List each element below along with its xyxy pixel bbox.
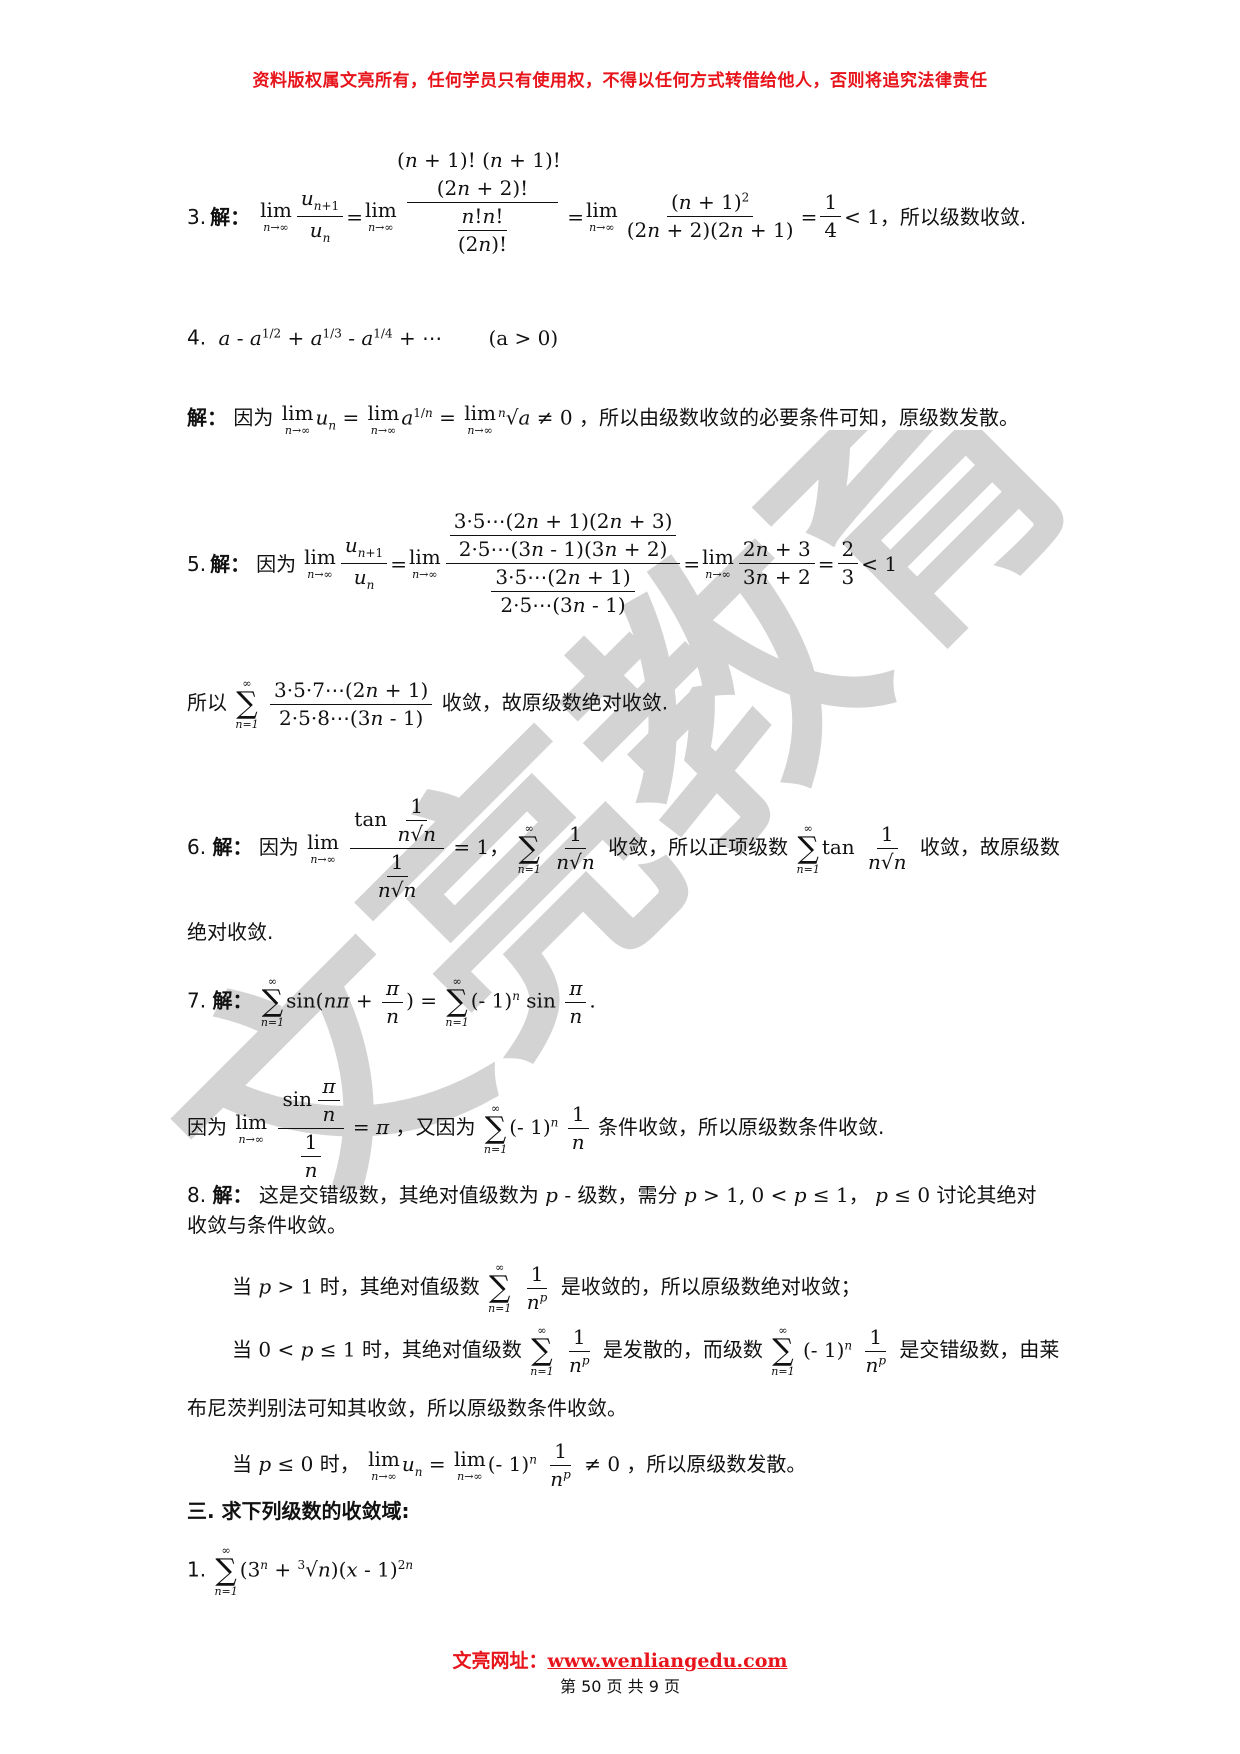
case2d: 是交错级数，由莱 (899, 1337, 1060, 1362)
because-text: 因为 (233, 405, 274, 430)
conclusion-text: ，所以由级数收敛的必要条件可知，原级数发散。 (578, 405, 1019, 430)
case3c: ，所以原级数发散。 (626, 1452, 807, 1476)
case2a: 当 (232, 1337, 252, 1362)
copyright-notice: 资料版权属文亮所有，任何学员只有使用权，不得以任何方式转借给他人，否则将追究法律… (252, 71, 988, 91)
site-label: 文亮网址： (452, 1650, 548, 1672)
solution-label: 解： (187, 405, 227, 430)
section-title: 三. 求下列级数的收敛域: (187, 1499, 410, 1523)
because-text: 因为 (187, 1115, 227, 1139)
conclusion-text: 条件收敛，所以原级数条件收敛. (598, 1115, 885, 1139)
because-text: 因为 (258, 835, 299, 859)
mid-text: 收敛，所以正项级数 (608, 835, 789, 859)
condition: (a > 0) (488, 325, 559, 350)
problem-number: 8. (187, 1183, 207, 1207)
page-number: 第 50 页 共 9 页 (560, 1677, 680, 1696)
problem-number: 1. (187, 1557, 207, 1582)
because-text: 因为 (256, 551, 297, 576)
line1b: 级数，需分 (577, 1183, 678, 1207)
case3b: 时， (319, 1452, 360, 1476)
also-text: ，又因为 (395, 1115, 476, 1139)
solution-label: 解： (210, 551, 251, 576)
problem-number: 7. (187, 988, 207, 1013)
line2: 收敛与条件收敛。 (187, 1213, 347, 1237)
solution-label: 解： (210, 204, 251, 229)
so-text: 所以 (187, 690, 227, 715)
case1b: 时，其绝对值级数 (319, 1274, 480, 1299)
case1c: 是收敛的，所以原级数绝对收敛； (560, 1274, 861, 1299)
case2b: 时，其绝对值级数 (361, 1337, 522, 1362)
question-1: 1. ∞∑n=1(3n + 3√n)(x - 1)2n (187, 1544, 414, 1598)
line1a: 这是交错级数，其绝对值级数为 (258, 1183, 539, 1207)
site-link[interactable]: www.wenliangedu.com (547, 1650, 788, 1672)
end-text: 收敛，故原级数 (919, 835, 1060, 859)
problem-number: 5. (187, 551, 207, 576)
problem-4: 4. a - a1/2 + a1/3 - a1/4 + ⋯ (a > 0) (187, 325, 559, 350)
problem-8: 8. 解： 这是交错级数，其绝对值级数为 p - 级数，需分 p > 1, 0 … (187, 1180, 1037, 1240)
solution-label: 解： (212, 988, 253, 1013)
problem-5-conclusion: 所以 ∞∑n=1 3·5·7⋯(2n + 1)2·5·8⋯(3n - 1) 收敛… (187, 677, 669, 731)
case3a: 当 (232, 1452, 252, 1476)
solution-label: 解： (212, 1183, 253, 1207)
conclusion-text: 收敛，故原级数绝对收敛. (441, 690, 669, 715)
solution-label: 解： (212, 835, 253, 859)
problem-number: 6. (187, 835, 207, 859)
conclusion-text: ，所以级数收敛. (879, 204, 1027, 229)
footer-site: 文亮网址：www.wenliangedu.com (0, 1646, 1240, 1673)
case2c: 是发散的，而级数 (602, 1337, 763, 1362)
case-2-continuation: 布尼茨判别法可知其收敛，所以原级数条件收敛。 (187, 1396, 627, 1420)
case1a: 当 (232, 1274, 252, 1299)
line1c: 讨论其绝对 (936, 1183, 1037, 1207)
problem-number: 3. (187, 204, 207, 229)
problem-6-continuation: 绝对收敛. (187, 920, 274, 944)
problem-number: 4. (187, 325, 207, 350)
